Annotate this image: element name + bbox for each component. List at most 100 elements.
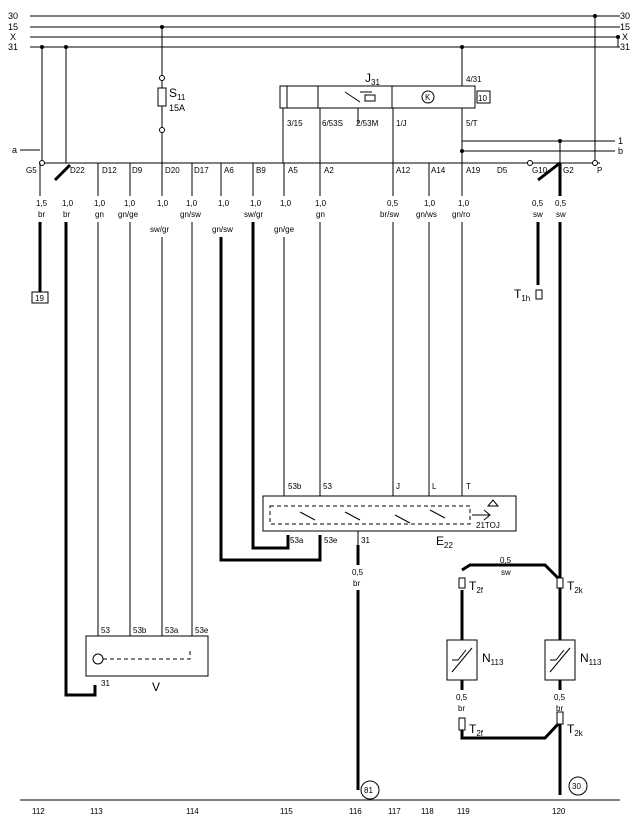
e22-name: E bbox=[436, 534, 444, 548]
heater-left-wire-size: 0,5 bbox=[456, 693, 468, 702]
heater-left-sub: 113 bbox=[491, 658, 504, 667]
motor-pin-53b: 53b bbox=[133, 626, 147, 635]
connector-a6: A6 bbox=[224, 166, 234, 175]
rail-label-x-right: X bbox=[622, 32, 628, 42]
heater-left: 0,5 sw T2f N113 0,5 br T2f bbox=[446, 556, 512, 738]
column-120: 120 bbox=[552, 807, 566, 816]
connector-a14: A14 bbox=[431, 166, 446, 175]
rail-label-15-right: 15 bbox=[620, 22, 630, 32]
svg-text:T2f: T2f bbox=[469, 722, 484, 738]
relay-name: J bbox=[365, 71, 371, 85]
heater-right-top-name: T bbox=[567, 579, 575, 593]
fuse-s11: S11 15A bbox=[157, 27, 186, 163]
bus-label-a: a bbox=[12, 145, 17, 155]
connector-p: P bbox=[597, 166, 602, 175]
heater-right-wire-size: 0,5 bbox=[554, 693, 566, 702]
column-116: 116 bbox=[349, 807, 362, 816]
e22-pin-31: 31 bbox=[361, 536, 370, 545]
bus-lines: a 1 b bbox=[12, 16, 623, 163]
heater-left-bottom-name: T bbox=[469, 722, 477, 736]
svg-text:S11: S11 bbox=[169, 86, 186, 102]
heater-left-bottom-sub: 2f bbox=[476, 729, 483, 738]
wire-2-size: 1,0 bbox=[62, 199, 74, 208]
relay-j31: K 10 J31 3/15 6/53S 2/53M 1/J 4/31 5/T bbox=[279, 47, 491, 163]
wire-14-size: 0,5 bbox=[532, 199, 544, 208]
column-115: 115 bbox=[280, 807, 293, 816]
e22-pin-53b: 53b bbox=[288, 482, 302, 491]
connector-g10: G10 bbox=[532, 166, 548, 175]
svg-text:E22: E22 bbox=[436, 534, 453, 550]
svg-text:J31: J31 bbox=[365, 71, 380, 87]
relay-pin-2-53m: 2/53M bbox=[356, 119, 379, 128]
wire-13-color: gn/ro bbox=[452, 210, 471, 219]
wire-4-size: 1,0 bbox=[124, 199, 136, 208]
e22-pin-53: 53 bbox=[323, 482, 332, 491]
rail-label-30: 30 bbox=[8, 11, 18, 21]
motor-name: V bbox=[152, 680, 160, 694]
wire-9-color: gn/ge bbox=[274, 225, 295, 234]
wire-7-color: gn/sw bbox=[212, 225, 233, 234]
rail-label-x: X bbox=[10, 32, 16, 42]
svg-text:T2f: T2f bbox=[469, 579, 484, 595]
e22-pin-t: T bbox=[466, 482, 471, 491]
relay-pin-3-15: 3/15 bbox=[287, 119, 303, 128]
column-117: 117 bbox=[388, 807, 401, 816]
connector-d12: D12 bbox=[102, 166, 117, 175]
heater-right-bottom-sub: 2k bbox=[574, 729, 583, 738]
motor-pin-53e: 53e bbox=[195, 626, 209, 635]
svg-text:N113: N113 bbox=[482, 651, 504, 667]
wire-7-size: 1,0 bbox=[218, 199, 230, 208]
motor-pin-31: 31 bbox=[101, 679, 110, 688]
wire-2-color: br bbox=[63, 210, 70, 219]
wire-9-size: 1,0 bbox=[280, 199, 292, 208]
relay-pin-4-31: 4/31 bbox=[466, 75, 482, 84]
thin-wires bbox=[39, 163, 463, 636]
wire-1-size: 1,5 bbox=[36, 199, 48, 208]
connector-t1h: T1h bbox=[514, 287, 543, 303]
connector-strip: G5 D22 D12 D9 D20 D17 A6 B9 A5 A2 A12 A1… bbox=[26, 160, 602, 175]
wire-8-size: 1,0 bbox=[250, 199, 262, 208]
bottom-numbering: 112 113 114 115 116 117 118 119 120 bbox=[20, 799, 620, 816]
supply-rails: 30 15 X 31 30 15 X 31 bbox=[8, 11, 630, 52]
heater-left-top-name: T bbox=[469, 579, 477, 593]
wire-12-color: gn/ws bbox=[416, 210, 437, 219]
fuse-rating: 15A bbox=[169, 103, 185, 113]
wire-labels: 1,5 br 1,0 br 1,0 gn 1,0 gn/ge 1,0 sw/gr… bbox=[36, 199, 567, 234]
wire-10-size: 1,0 bbox=[315, 199, 327, 208]
circle-refs: 81 30 bbox=[360, 776, 588, 800]
relay-num: 10 bbox=[478, 94, 487, 103]
svg-text:T1h: T1h bbox=[514, 287, 530, 303]
e22-pin-53e: 53e bbox=[324, 536, 338, 545]
circle-ref-81: 81 bbox=[364, 786, 373, 795]
wire-15-color: sw bbox=[556, 210, 566, 219]
bus-label-1: 1 bbox=[618, 136, 623, 146]
wire-14-color: sw bbox=[533, 210, 543, 219]
heater-left-top-sub: 2f bbox=[476, 586, 483, 595]
e22-pin-j: J bbox=[396, 482, 400, 491]
svg-text:T2k: T2k bbox=[567, 722, 584, 738]
motor-pin-53: 53 bbox=[101, 626, 110, 635]
link-wire-size: 0,5 bbox=[500, 556, 512, 565]
wire-5-size: 1,0 bbox=[157, 199, 169, 208]
relay-k: K bbox=[425, 93, 431, 102]
wire-12-size: 1,0 bbox=[424, 199, 436, 208]
heater-right: T2k N113 0,5 br T2k bbox=[544, 577, 602, 738]
connector-g2: G2 bbox=[563, 166, 574, 175]
connector-g5: G5 bbox=[26, 166, 37, 175]
wire-3-size: 1,0 bbox=[94, 199, 106, 208]
heater-right-bottom-name: T bbox=[567, 722, 575, 736]
connector-b9: B9 bbox=[256, 166, 266, 175]
column-119: 119 bbox=[457, 807, 470, 816]
connector-d20: D20 bbox=[165, 166, 180, 175]
heater-right-wire-color: br bbox=[556, 704, 563, 713]
e22-code: 21TOJ bbox=[476, 521, 500, 530]
column-118: 118 bbox=[421, 807, 434, 816]
wire-15-size: 0,5 bbox=[555, 199, 567, 208]
motor-v: 53 53b 53a 53e 31 V bbox=[85, 626, 209, 694]
motor-pin-53a: 53a bbox=[165, 626, 179, 635]
t1h-sub: 1h bbox=[521, 294, 530, 303]
relay-pin-5-t: 5/T bbox=[466, 119, 478, 128]
fuse-sub: 11 bbox=[177, 93, 186, 102]
rail-label-30-right: 30 bbox=[620, 11, 630, 21]
